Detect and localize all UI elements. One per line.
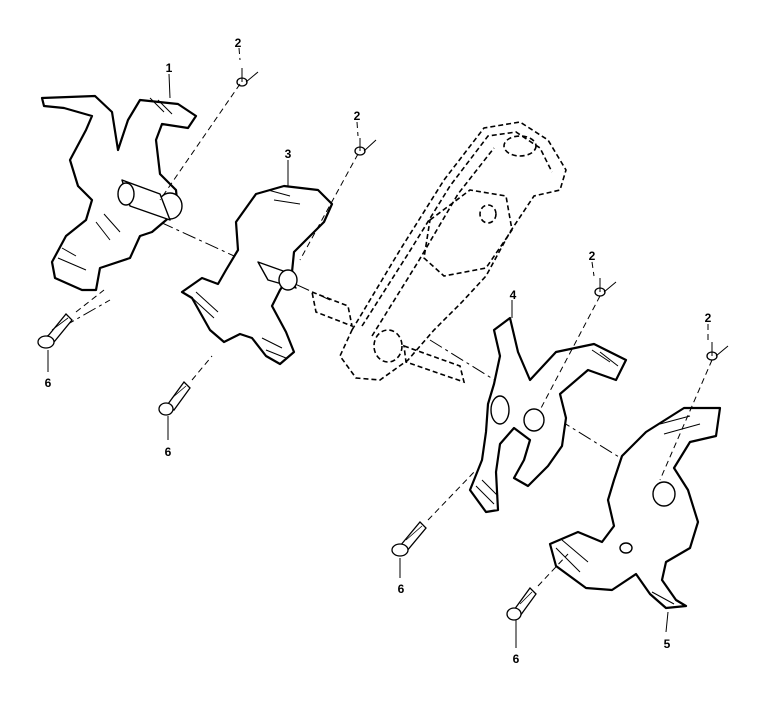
callout-labels: 1 2 2 3 2 4 2 5 6 6 6 6 bbox=[45, 36, 712, 666]
callout-2-d: 2 bbox=[705, 311, 712, 325]
callout-2-a: 2 bbox=[235, 36, 242, 50]
hairpin-clip-d bbox=[706, 342, 729, 361]
callout-1: 1 bbox=[166, 61, 173, 75]
tine-part-3 bbox=[180, 184, 334, 366]
callout-6-c: 6 bbox=[398, 582, 405, 596]
hairpin-clip-c bbox=[594, 278, 617, 297]
callout-2-b: 2 bbox=[354, 109, 361, 123]
callout-2-c: 2 bbox=[589, 249, 596, 263]
bolt-c bbox=[391, 521, 427, 557]
tine-part-4 bbox=[468, 316, 628, 514]
callout-5: 5 bbox=[664, 637, 671, 651]
bolt-d bbox=[506, 587, 537, 621]
hairpin-clip-b bbox=[354, 138, 377, 156]
bolt-b bbox=[158, 381, 191, 416]
hairpin-clip-a bbox=[236, 68, 259, 87]
callout-6-b: 6 bbox=[165, 445, 172, 459]
gearbox-housing-reference bbox=[310, 121, 567, 384]
tine-part-5 bbox=[548, 406, 722, 610]
callout-3: 3 bbox=[285, 147, 292, 161]
callout-leaders bbox=[47, 47, 713, 648]
tine-part-1 bbox=[40, 94, 198, 292]
callout-6-a: 6 bbox=[45, 376, 52, 390]
callout-4: 4 bbox=[510, 288, 517, 302]
callout-6-d: 6 bbox=[513, 652, 520, 666]
bolt-a bbox=[37, 313, 73, 349]
